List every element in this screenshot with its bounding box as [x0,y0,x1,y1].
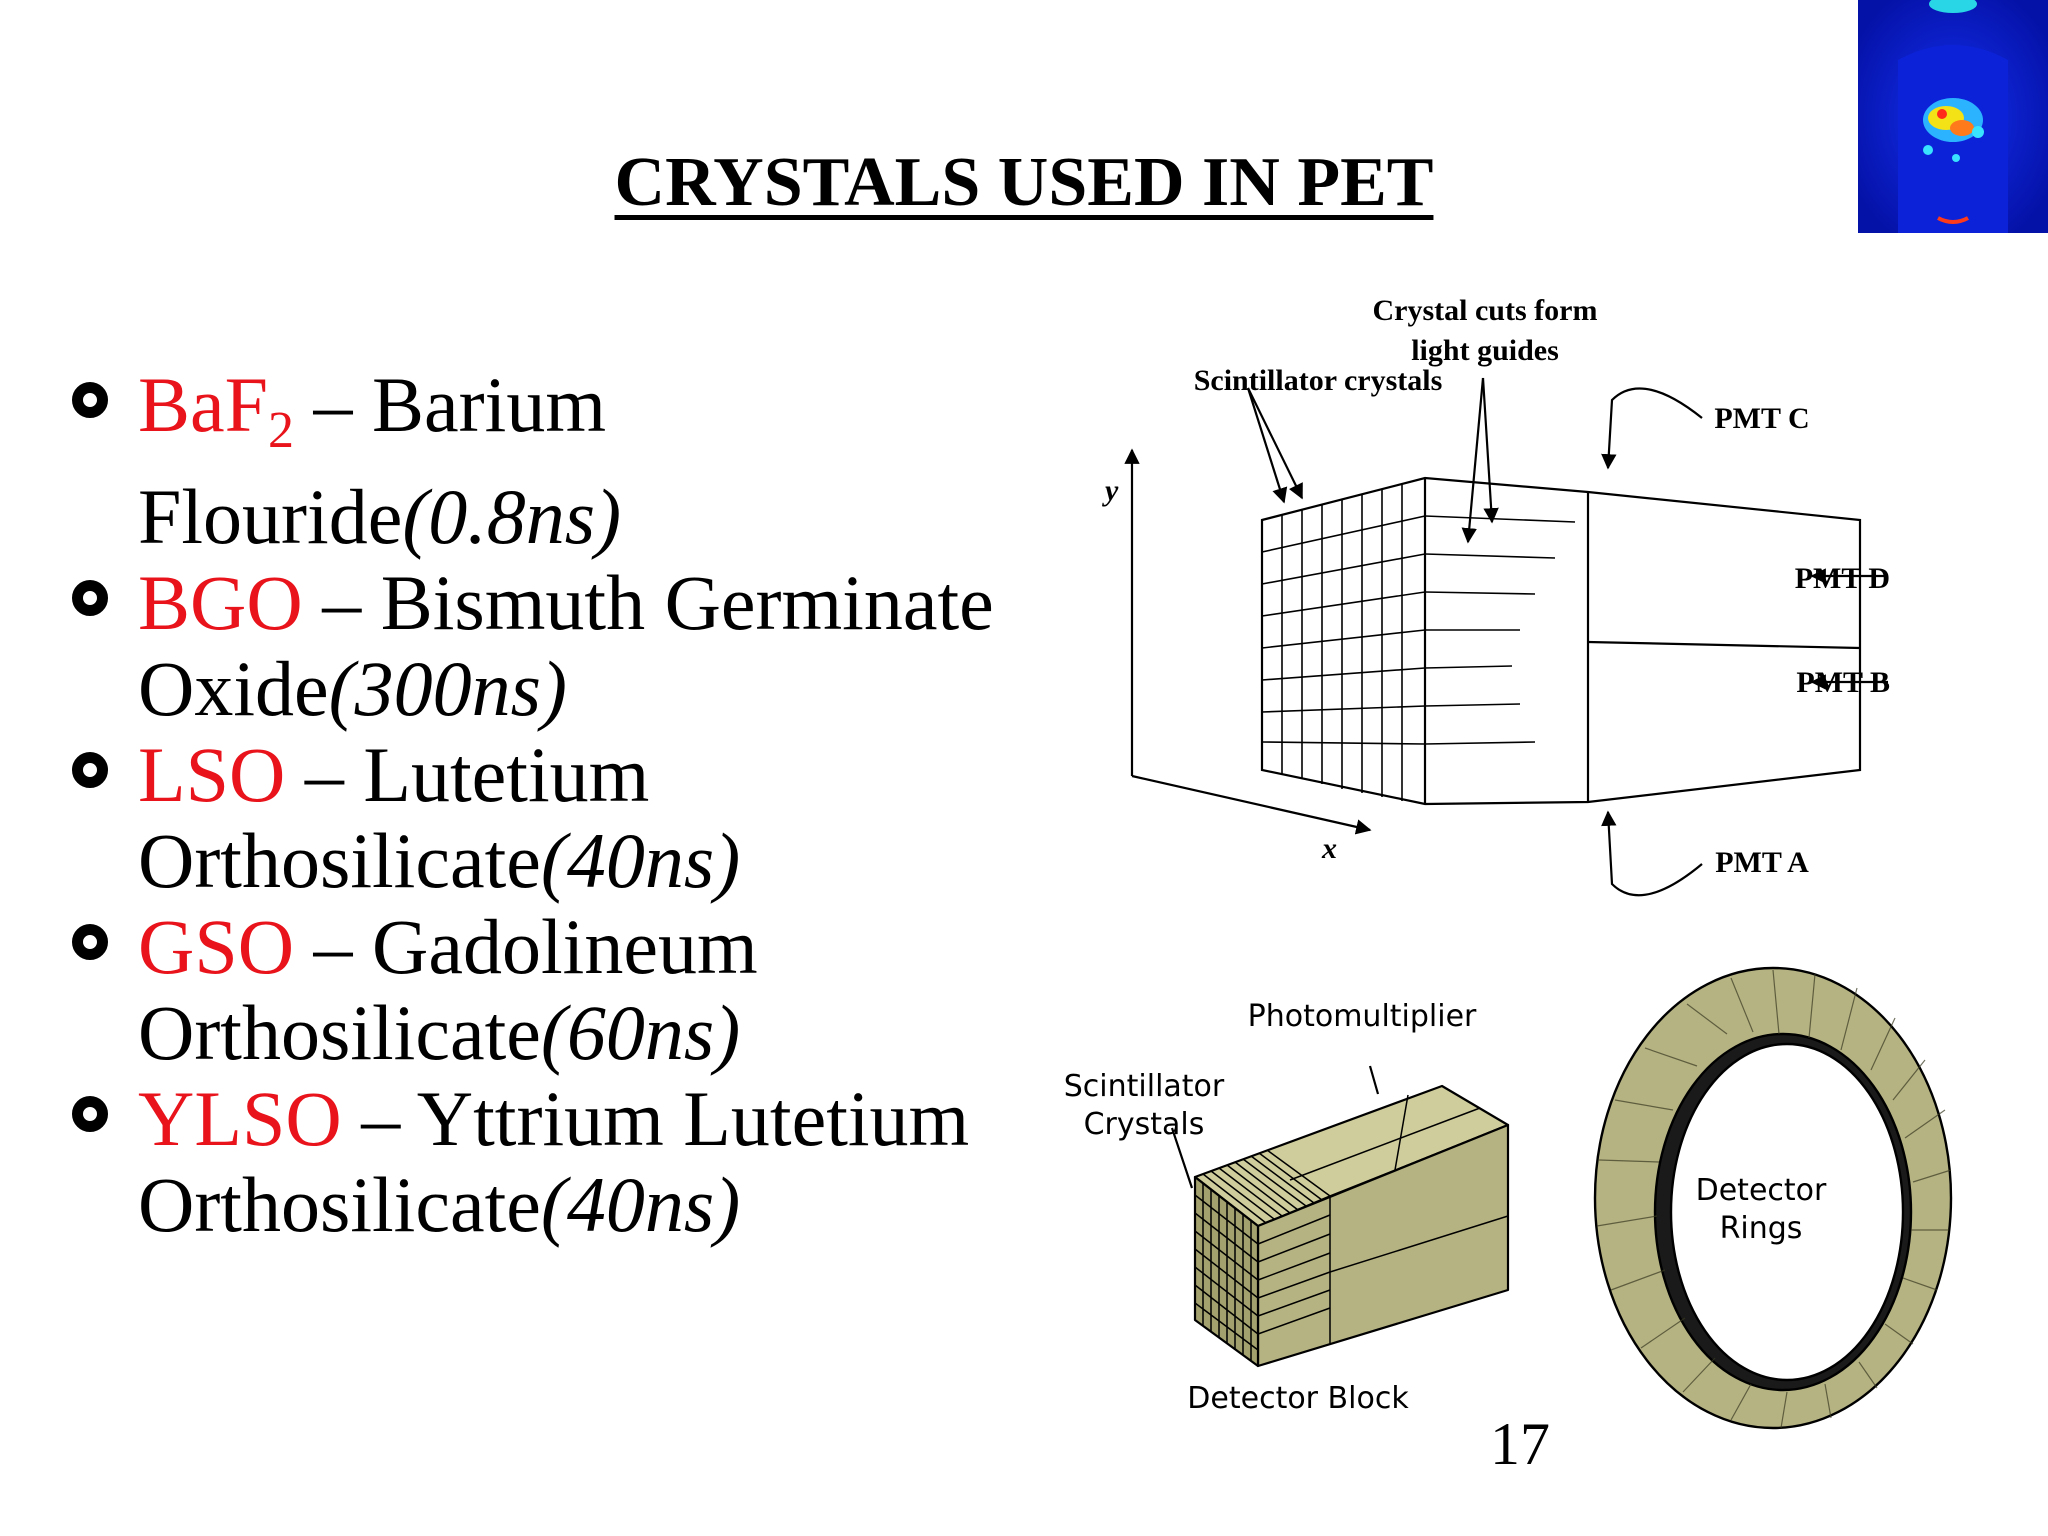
page-number: 17 [1490,1411,1550,1477]
crystal-continuation: Orthosilicate [138,817,541,904]
pmt-a-label: PMT A [1715,846,1809,879]
crystal-description: – Barium [294,361,606,448]
pmt-c-label: PMT C [1714,402,1809,435]
list-item: BGO – Bismuth Germinate Oxide(300ns) [70,560,1060,732]
crystal-description: – Bismuth Germinate [302,559,994,646]
x-axis [1131,774,1372,835]
circle-bullet-icon [72,580,108,616]
ring-segments [1596,969,1952,1429]
list-item: BaF2 – Barium Flouride(0.8ns) [70,362,1060,560]
crystal-list: BaF2 – Barium Flouride(0.8ns) BGO – Bism… [70,362,1060,1248]
crystal-acronym: BaF [138,361,269,448]
detector-block-diagram-svg: Crystal cuts form light guides Scintilla… [1102,294,1890,897]
crystal-acronym: BGO [138,559,303,646]
crystal-continuation: Oxide [138,645,329,732]
crystal-continuation: Orthosilicate [138,1161,541,1248]
scintillator-label-line1: Scintillator [1064,1069,1225,1104]
crystal-acronym: YLSO [138,1075,342,1162]
detector-block-figure: Photomultiplier Scintillator Crystals De… [1060,990,1530,1440]
decay-time: (40ns) [540,1161,741,1248]
slide-title: CRYSTALS USED IN PET [614,144,1434,221]
list-item: YLSO – Yttrium Lutetium Orthosilicate(40… [70,1076,1060,1248]
pet-scan-thumbnail [1858,0,2048,233]
scintillator-label-line2: Crystals [1084,1107,1205,1142]
detector-block-label: Detector Block [1187,1381,1409,1416]
decay-time: (60ns) [540,989,741,1076]
list-item: LSO – Lutetium Orthosilicate(40ns) [70,732,1060,904]
crystal-cuts-label-line2: light guides [1411,334,1559,367]
detector-block-diagram: Crystal cuts form light guides Scintilla… [1080,290,1910,930]
photomultiplier-label: Photomultiplier [1248,999,1477,1034]
pmt-d-label: PMT D [1795,562,1890,595]
detector-rings-figure: Detector Rings [1575,960,1975,1450]
list-item: GSO – Gadolineum Orthosilicate(60ns) [70,904,1060,1076]
crystal-cuts-label-line1: Crystal cuts form [1373,294,1598,327]
decay-time: (40ns) [540,817,741,904]
decay-time: (0.8ns) [402,473,622,560]
crystal-acronym: LSO [138,731,286,818]
detector-rings-label-line1: Detector [1696,1173,1827,1208]
circle-bullet-icon [72,382,108,418]
y-axis-label: y [1102,474,1119,507]
circle-bullet-icon [72,1096,108,1132]
block-outline [1260,476,1862,806]
ring-inner [1669,1042,1905,1382]
crystal-description: – Yttrium Lutetium [341,1075,970,1162]
detector-rings-label-line2: Rings [1720,1211,1803,1246]
crystal-subscript: 2 [268,402,295,459]
circle-bullet-icon [72,924,108,960]
circle-bullet-icon [72,752,108,788]
crystal-continuation: Orthosilicate [138,989,541,1076]
crystal-continuation: Flouride [138,473,403,560]
scintillator-grid [1261,484,1576,801]
x-axis-label: x [1321,832,1337,865]
scintillator-crystals-label: Scintillator crystals [1194,364,1443,397]
pmt-b-label: PMT B [1796,666,1890,699]
crystal-acronym: GSO [138,903,295,990]
crystal-description: – Gadolineum [294,903,758,990]
decay-time: (300ns) [328,645,567,732]
crystal-description: – Lutetium [285,731,650,818]
